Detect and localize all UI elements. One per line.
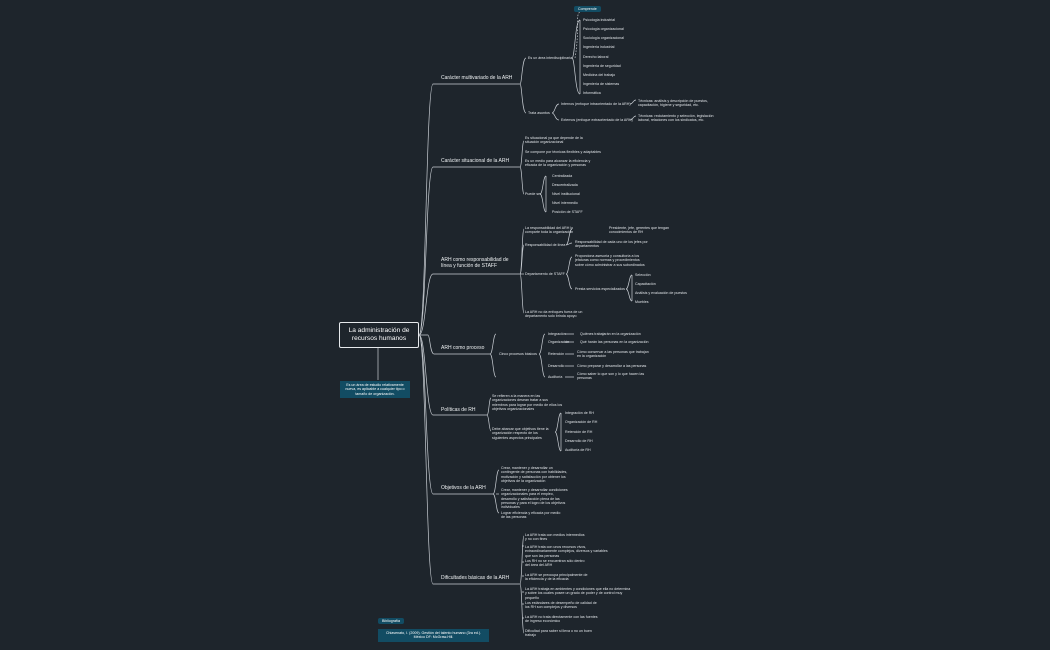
dificultad-item: Los RH no se encuentran sólo dentro del … <box>525 559 585 568</box>
aspect-item: Retención de RH <box>565 430 593 434</box>
proceso-name[interactable]: Desarrollo <box>548 364 565 368</box>
bibliografia-label[interactable]: Bibliografía <box>378 618 404 625</box>
aspect-item: Organización de RH <box>565 420 598 424</box>
discipline-item: Psicología industrial <box>583 18 615 22</box>
mode-item: Centralizada <box>552 174 573 178</box>
aspect-item: Desarrollo de RH <box>565 439 593 443</box>
proceso-desc: Cómo preparar y desarrollar a las person… <box>577 364 647 368</box>
proceso-desc: Cómo saber lo que son y lo que hacen las… <box>577 372 645 381</box>
dificultad-item: La ARH no trata directamente con las fue… <box>525 615 598 624</box>
bibliografia-ref-text: Chiavenato, I. (2009). Gestión del talen… <box>385 631 482 640</box>
branch-responsabilidad-staff[interactable]: ARH como responsabilidad de línea y func… <box>441 257 509 269</box>
puede-ser-node[interactable]: Puede ser <box>525 192 542 196</box>
dificultad-item: Los estándares de desempeño de calidad d… <box>525 601 597 610</box>
proceso-desc: Qué harán las personas en la organizació… <box>580 340 649 344</box>
dificultad-item: La ARH se preocupa principalmente de la … <box>525 573 588 582</box>
discipline-item: Psicología organizacional <box>583 27 624 31</box>
discipline-item: Ingeniería industrial <box>583 45 615 49</box>
cinco-procesos-node[interactable]: Cinco procesos básicos <box>499 352 537 356</box>
departamento-staff-node[interactable]: Departamento de STAFF <box>525 272 565 276</box>
discipline-item: Ingeniería de seguridad <box>583 64 621 68</box>
arh-outro: La ARH no da enfoques fuera de un depart… <box>525 310 583 319</box>
externos-node[interactable]: Externos (enfoque extraorientado de la A… <box>561 118 633 122</box>
root-node[interactable]: La administración de recursos humanos <box>339 322 419 348</box>
staff-desc: Proporciona asesoría y consultoría a los… <box>575 254 645 267</box>
responsabilidad-linea-node[interactable]: Responsabilidad de línea <box>525 243 566 247</box>
internos-desc: Técnicas: análisis y descripción de pues… <box>638 99 708 108</box>
dificultad-item: La ARH trata con unos recursos vivos, ex… <box>525 545 608 558</box>
bibliografia-ref: Chiavenato, I. (2009). Gestión del talen… <box>378 629 489 642</box>
branch-politicas-rh[interactable]: Políticas de RH <box>441 407 476 413</box>
mode-item: Nivel intermedio <box>552 201 578 205</box>
branch-dificultades-arh[interactable]: Dificultades básicas de la ARH <box>441 575 510 581</box>
arh-intro: La responsabilidad del ARH lo comparte t… <box>525 226 574 235</box>
objetivo-item: Crear, mantener y desarrollar condicione… <box>501 488 568 510</box>
objetivo-item: Crear, mantener y desarrollar un conting… <box>501 466 568 483</box>
branch-caracter-situacional[interactable]: Carácter situacional de la ARH <box>441 158 510 164</box>
discipline-item: Informática <box>583 91 601 95</box>
mode-item: Descentralizada <box>552 183 578 187</box>
servicio-item: Selección <box>635 273 651 277</box>
proceso-desc: Quiénes trabajarán en la organización <box>580 332 641 336</box>
branch-arh-proceso[interactable]: ARH como proceso <box>441 345 485 351</box>
mode-item: Nivel institucional <box>552 192 580 196</box>
proceso-desc: Cómo conservar a las personas que trabaj… <box>577 350 649 359</box>
mode-item: Posición de STAFF <box>552 210 583 214</box>
branch-caracter-multivariado[interactable]: Carácter multivariado de la ARH <box>441 75 513 81</box>
servicio-item: Análisis y evaluación de puestos <box>635 291 687 295</box>
dificultad-item: Dificultad para saber si lleva o no un b… <box>525 629 592 638</box>
aspect-item: Integración de RH <box>565 411 594 415</box>
root-note: Es un área de estudio relativamente nuev… <box>340 381 410 399</box>
trata-asuntos-node[interactable]: Trata asuntos <box>528 111 550 115</box>
situacional-item: Se compone por técnicas flexibles y adap… <box>525 150 601 154</box>
dificultad-item: La ARH trata con medios intermedios y no… <box>525 533 585 542</box>
root-note-text: Es un área de estudio relativamente nuev… <box>345 383 405 396</box>
discipline-item: Medicina del trabajo <box>583 73 616 77</box>
discipline-item: Ingeniería de sistemas <box>583 82 620 86</box>
situacional-item: Es un medio para alcanzar la eficiencia … <box>525 159 591 168</box>
comprende-pill[interactable]: Comprende <box>574 6 601 13</box>
objetivo-item: Lograr eficiencia y eficacia por medio d… <box>501 511 561 520</box>
branch-objetivos-arh[interactable]: Objetivos de la ARH <box>441 485 486 491</box>
politicas-item: Debe abarcar que objetivos tiene la orga… <box>492 427 549 440</box>
internos-node[interactable]: Internos (enfoque intraorientado de la A… <box>561 102 631 106</box>
root-title: La administración de recursos humanos <box>348 327 410 342</box>
linea-item: Presidente, jefe, gerentes que tengan co… <box>609 226 669 235</box>
aspect-item: Auditoría de RH <box>565 448 591 452</box>
discipline-item: Sociología organizacional <box>583 36 624 40</box>
proceso-name[interactable]: Auditoría <box>548 375 563 379</box>
servicio-item: Capacitación <box>635 282 656 286</box>
discipline-item: Derecho laboral <box>583 55 609 59</box>
politicas-item: Se refieren a la manera en las organizac… <box>492 394 563 411</box>
situacional-item: Es situacional ya que depende de la situ… <box>525 136 583 145</box>
proceso-name[interactable]: Organización <box>548 340 570 344</box>
interdisciplinary-node[interactable]: Es un área interdisciplinaria <box>528 56 573 60</box>
proceso-name[interactable]: Retención <box>548 352 565 356</box>
proceso-name[interactable]: Integración <box>548 332 566 336</box>
linea-item: Responsabilidad de cada uno de los jefes… <box>575 240 648 249</box>
externos-desc: Técnicas: reclutamiento y selección, leg… <box>638 114 714 123</box>
dificultad-item: La ARH trabaja en ambientes y condicione… <box>525 587 631 600</box>
servicios-node[interactable]: Presta servicios especializados <box>575 287 625 291</box>
servicio-item: Muebles <box>635 300 649 304</box>
